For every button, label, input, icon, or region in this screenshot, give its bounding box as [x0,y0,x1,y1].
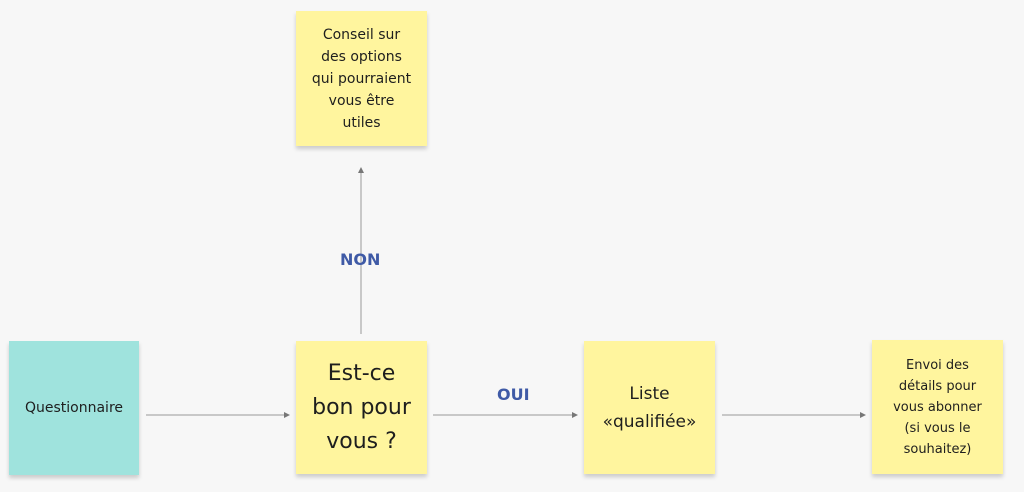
sticky-note-envoi-details[interactable]: Envoi des détails pour vous abonner (si … [872,340,1003,474]
edge-label-oui: OUI [497,385,530,404]
sticky-note-questionnaire[interactable]: Questionnaire [9,341,139,475]
sticky-note-liste-qualifiee[interactable]: Liste «qualifiée» [584,341,715,474]
sticky-note-decision-question[interactable]: Est-ce bon pour vous ? [296,341,427,474]
sticky-note-conseil[interactable]: Conseil sur des options qui pourraient v… [296,11,427,146]
edge-label-non: NON [340,250,381,269]
